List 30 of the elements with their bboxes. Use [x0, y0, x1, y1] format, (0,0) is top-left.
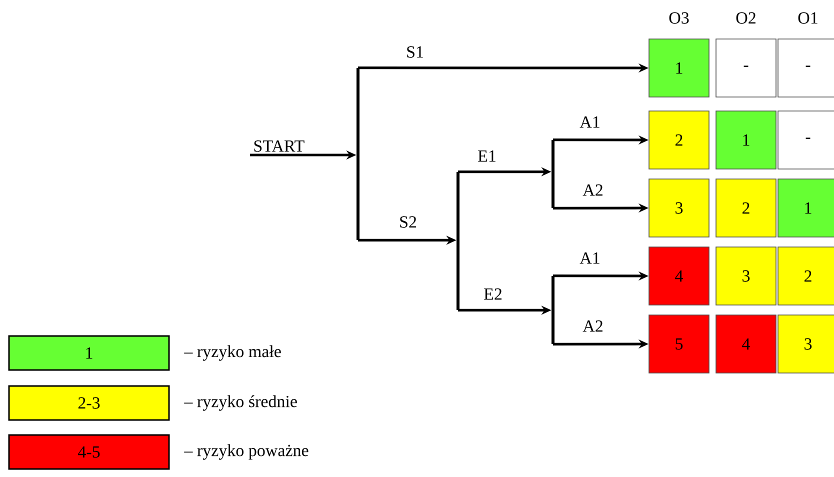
edge-label: A2	[582, 183, 604, 197]
edge-label: S1	[405, 45, 425, 59]
edge-label: A1	[578, 251, 602, 265]
risk-cell: 2	[716, 178, 776, 238]
risk-cell: 1	[778, 178, 834, 238]
legend-text: – ryzyko średnie	[184, 395, 297, 411]
column-header: O2	[736, 12, 756, 24]
risk-cell: 3	[778, 314, 834, 374]
risk-cell: -	[778, 110, 834, 170]
legend-text: – ryzyko małe	[184, 345, 281, 361]
legend-text: – ryzyko poważne	[184, 444, 308, 460]
risk-cell: 3	[648, 178, 710, 238]
risk-cell: 1	[716, 110, 776, 170]
edge-label: A2	[582, 319, 604, 333]
risk-cell: 2	[778, 246, 834, 306]
risk-cell: 4	[716, 314, 776, 374]
edge-label: E2	[482, 287, 504, 301]
start-label: START	[254, 140, 304, 152]
risk-cell: 2	[648, 110, 710, 170]
edge-label: S2	[398, 215, 418, 229]
risk-cell: 3	[716, 246, 776, 306]
risk-cell: 1	[648, 38, 710, 98]
edge-label: A1	[578, 115, 602, 129]
risk-cell: -	[778, 38, 834, 98]
risk-cell: -	[716, 38, 776, 98]
risk-cell: 5	[648, 314, 710, 374]
column-header: O1	[798, 12, 818, 24]
risk-cell: 4	[648, 246, 710, 306]
edge-label: E1	[476, 149, 498, 163]
column-header: O3	[669, 12, 689, 24]
